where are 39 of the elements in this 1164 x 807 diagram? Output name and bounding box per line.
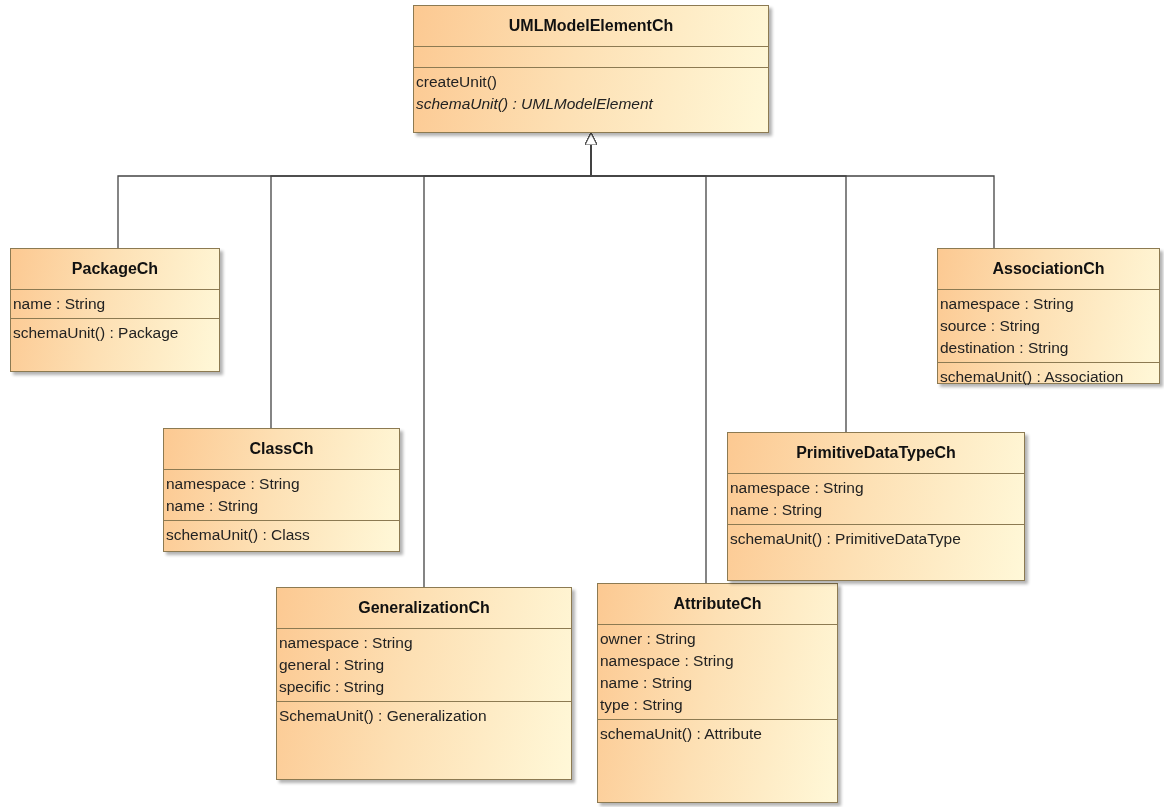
class-name: PrimitiveDataTypeCh xyxy=(796,444,956,462)
operation-text: schemaUnit() : Class xyxy=(166,525,311,545)
attribute-text: source : String xyxy=(940,316,1041,336)
attribute-text: owner : String xyxy=(600,629,697,649)
operation-text: schemaUnit() : UMLModelElement xyxy=(416,94,655,114)
class-box xyxy=(597,583,838,803)
attribute-text: general : String xyxy=(279,655,386,675)
class-name: PackageCh xyxy=(71,260,159,278)
attribute-text: namespace : String xyxy=(600,651,735,671)
operation-text: schemaUnit() : PrimitiveDataType xyxy=(730,529,962,549)
class-box xyxy=(937,248,1160,384)
attribute-text: name : String xyxy=(600,673,694,693)
class-name: ClassCh xyxy=(249,440,314,458)
operation-text: schemaUnit() : Association xyxy=(940,367,1125,387)
class-name: GeneralizationCh xyxy=(358,599,490,617)
attribute-text: name : String xyxy=(166,496,260,516)
operation-text: createUnit() xyxy=(416,72,498,92)
class-name: UMLModelElementCh xyxy=(508,17,674,35)
attribute-text: namespace : String xyxy=(279,633,414,653)
attribute-text: namespace : String xyxy=(940,294,1075,314)
class-name: AssociationCh xyxy=(992,260,1105,278)
attribute-text: name : String xyxy=(13,294,107,314)
attribute-text: name : String xyxy=(730,500,824,520)
attribute-text: specific : String xyxy=(279,677,386,697)
attribute-text: type : String xyxy=(600,695,684,715)
class-box xyxy=(163,428,400,552)
generalization-arrow xyxy=(584,132,995,249)
class-box xyxy=(10,248,220,372)
attribute-text: namespace : String xyxy=(166,474,301,494)
class-box xyxy=(276,587,572,780)
attribute-text: destination : String xyxy=(940,338,1070,358)
operations-compartment xyxy=(938,362,1159,383)
class-box xyxy=(727,432,1025,581)
class-box xyxy=(413,5,769,133)
attribute-text: namespace : String xyxy=(730,478,865,498)
operation-text: schemaUnit() : Package xyxy=(13,323,180,343)
operation-text: schemaUnit() : Attribute xyxy=(600,724,763,744)
class-name: AttributeCh xyxy=(673,595,762,613)
operation-text: SchemaUnit() : Generalization xyxy=(279,706,488,726)
